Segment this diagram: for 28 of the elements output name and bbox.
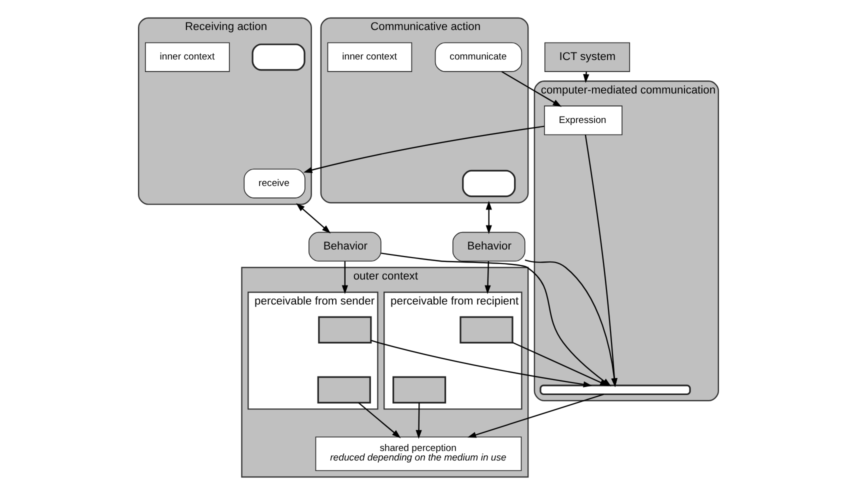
arrow bbox=[582, 72, 589, 83]
node-box bbox=[251, 44, 305, 71]
node-box bbox=[462, 170, 516, 198]
arrow bbox=[341, 261, 348, 294]
node-box bbox=[318, 316, 372, 344]
node-box: Behavior bbox=[308, 232, 381, 262]
node-bar bbox=[539, 384, 690, 396]
cluster: perceivable from sender bbox=[247, 292, 378, 410]
arrow bbox=[500, 71, 562, 107]
arrow bbox=[512, 342, 608, 386]
node-box bbox=[316, 376, 370, 404]
node-box: shared perception reduced depending on the medium in use bbox=[314, 436, 522, 472]
node-box: Behavior bbox=[452, 232, 525, 262]
arrow bbox=[415, 402, 422, 439]
arrow bbox=[484, 261, 490, 294]
arrow bbox=[296, 203, 330, 234]
arrow bbox=[466, 394, 604, 438]
node-box: receive bbox=[243, 168, 305, 198]
node-box: ICT system bbox=[544, 42, 630, 72]
node-box: communicate bbox=[434, 42, 522, 72]
node-box: inner context bbox=[144, 42, 230, 72]
arrow bbox=[358, 402, 400, 438]
node-box bbox=[392, 376, 446, 404]
node-box: Expression bbox=[544, 106, 622, 136]
cluster: perceivable from recipient bbox=[383, 292, 522, 410]
arrow bbox=[485, 200, 492, 234]
node-box: inner context bbox=[326, 42, 412, 72]
node-box bbox=[459, 316, 513, 344]
